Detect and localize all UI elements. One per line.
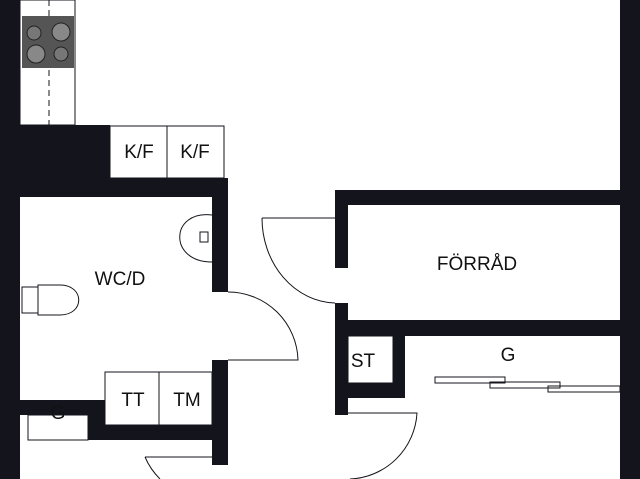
label-wc: WC/D <box>94 269 146 290</box>
label-storage: FÖRRÅD <box>436 254 518 275</box>
label-tm: TM <box>173 390 201 411</box>
stove-icon <box>22 16 74 68</box>
label-kf-2: K/F <box>180 142 210 163</box>
label-kf-1: K/F <box>124 142 154 163</box>
fixtures <box>19 0 621 479</box>
label-g-right: G <box>500 345 516 366</box>
label-st: ST <box>350 351 376 372</box>
label-tt: TT <box>121 390 145 411</box>
label-g-left: G <box>50 403 66 424</box>
